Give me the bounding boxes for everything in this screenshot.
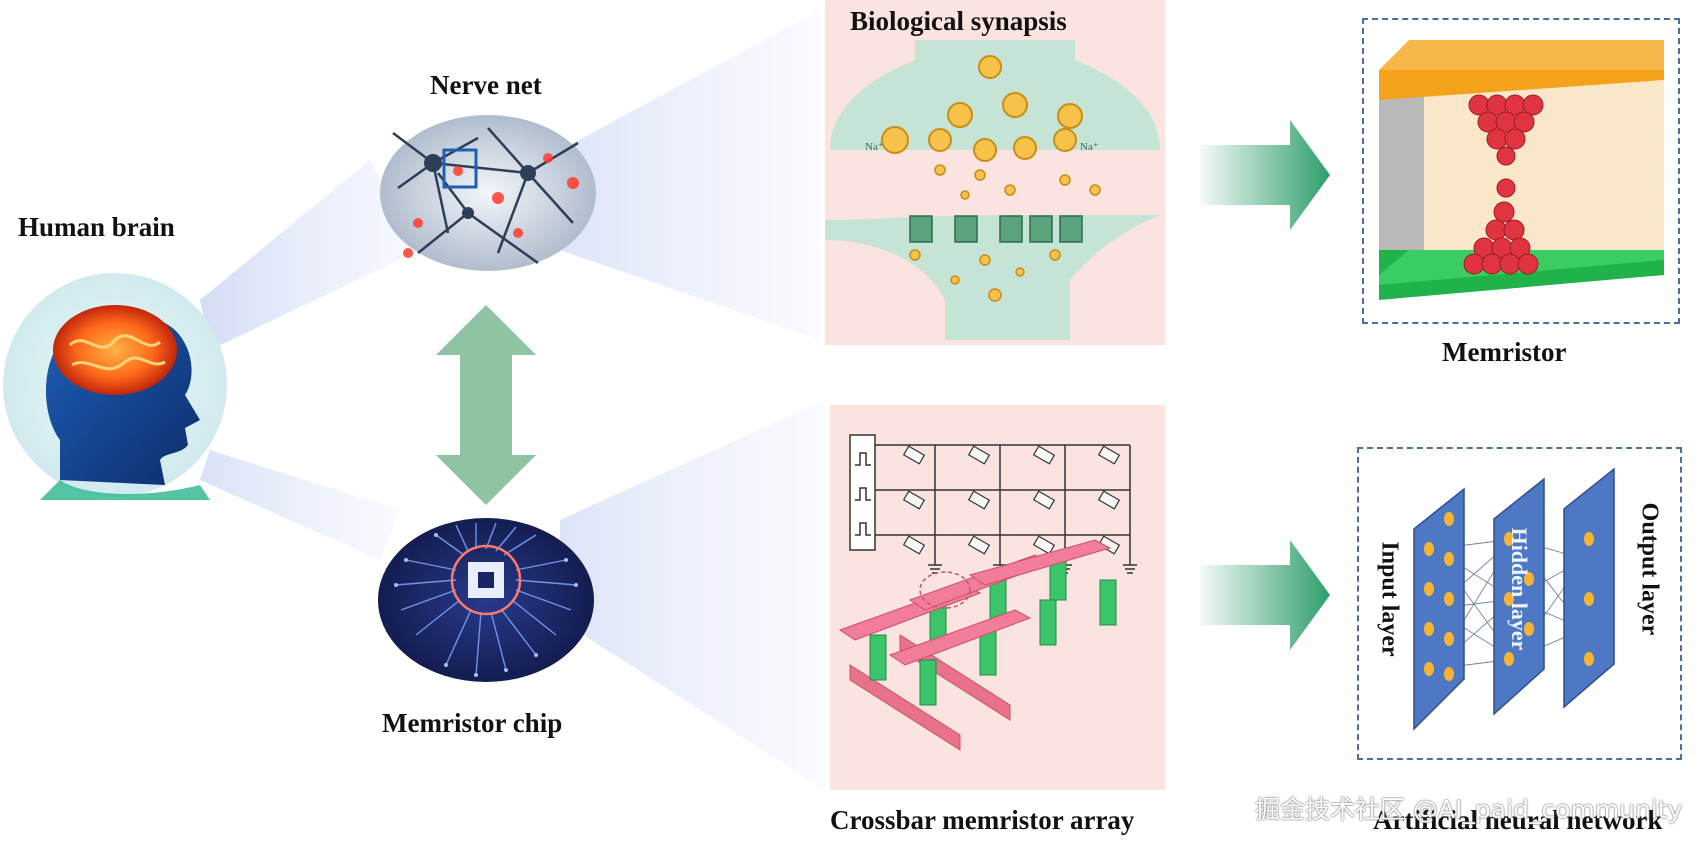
arrow-to-ann	[1200, 540, 1330, 650]
watermark-text: 掘金技术社区 @AI_paid_community	[1255, 795, 1683, 824]
ann-frame: Input layer Hidden layer Output layer	[1357, 447, 1682, 760]
nerve-focus-box	[442, 148, 478, 189]
human-brain-image	[3, 273, 227, 500]
ion-label-left: Na⁺	[865, 141, 884, 153]
crossbar-panel	[830, 405, 1165, 790]
synapse-illustration: Na⁺ Na⁺	[825, 40, 1160, 340]
input-layer-label: Input layer	[1376, 541, 1403, 657]
nerve-net-label: Nerve net	[430, 70, 542, 100]
brain-to-chip-wedge	[200, 450, 400, 560]
double-arrow	[436, 305, 536, 505]
ann-diagram	[1413, 467, 1615, 731]
memristor-device	[1379, 40, 1664, 300]
memristor-label: Memristor	[1442, 337, 1567, 367]
human-brain-label: Human brain	[18, 212, 175, 242]
memristor-chip-image	[378, 518, 594, 682]
input-layer-plane	[1413, 487, 1465, 731]
biological-synapsis-panel: Biological synapsis Na⁺ Na⁺	[825, 0, 1165, 345]
arrow-to-memristor	[1200, 120, 1330, 230]
ion-label-right: Na⁺	[1080, 141, 1099, 153]
output-layer-plane	[1563, 467, 1615, 709]
nerve-to-synapsis-wedge	[560, 10, 820, 340]
output-layer-label: Output layer	[1636, 502, 1663, 636]
brain-to-nerve-wedge	[200, 160, 420, 350]
crossbar-label: Crossbar memristor array	[830, 805, 1135, 835]
biological-synapsis-label: Biological synapsis	[850, 6, 1067, 36]
memristor-chip-label: Memristor chip	[382, 708, 563, 738]
crossbar-circuit	[838, 434, 1137, 751]
chip-to-crossbar-wedge	[560, 400, 825, 790]
hidden-layer-label: Hidden layer	[1507, 527, 1532, 651]
ann-label: Artificial neural network	[1373, 805, 1663, 835]
nerve-net-image	[380, 115, 596, 271]
memristor-frame	[1362, 18, 1680, 324]
